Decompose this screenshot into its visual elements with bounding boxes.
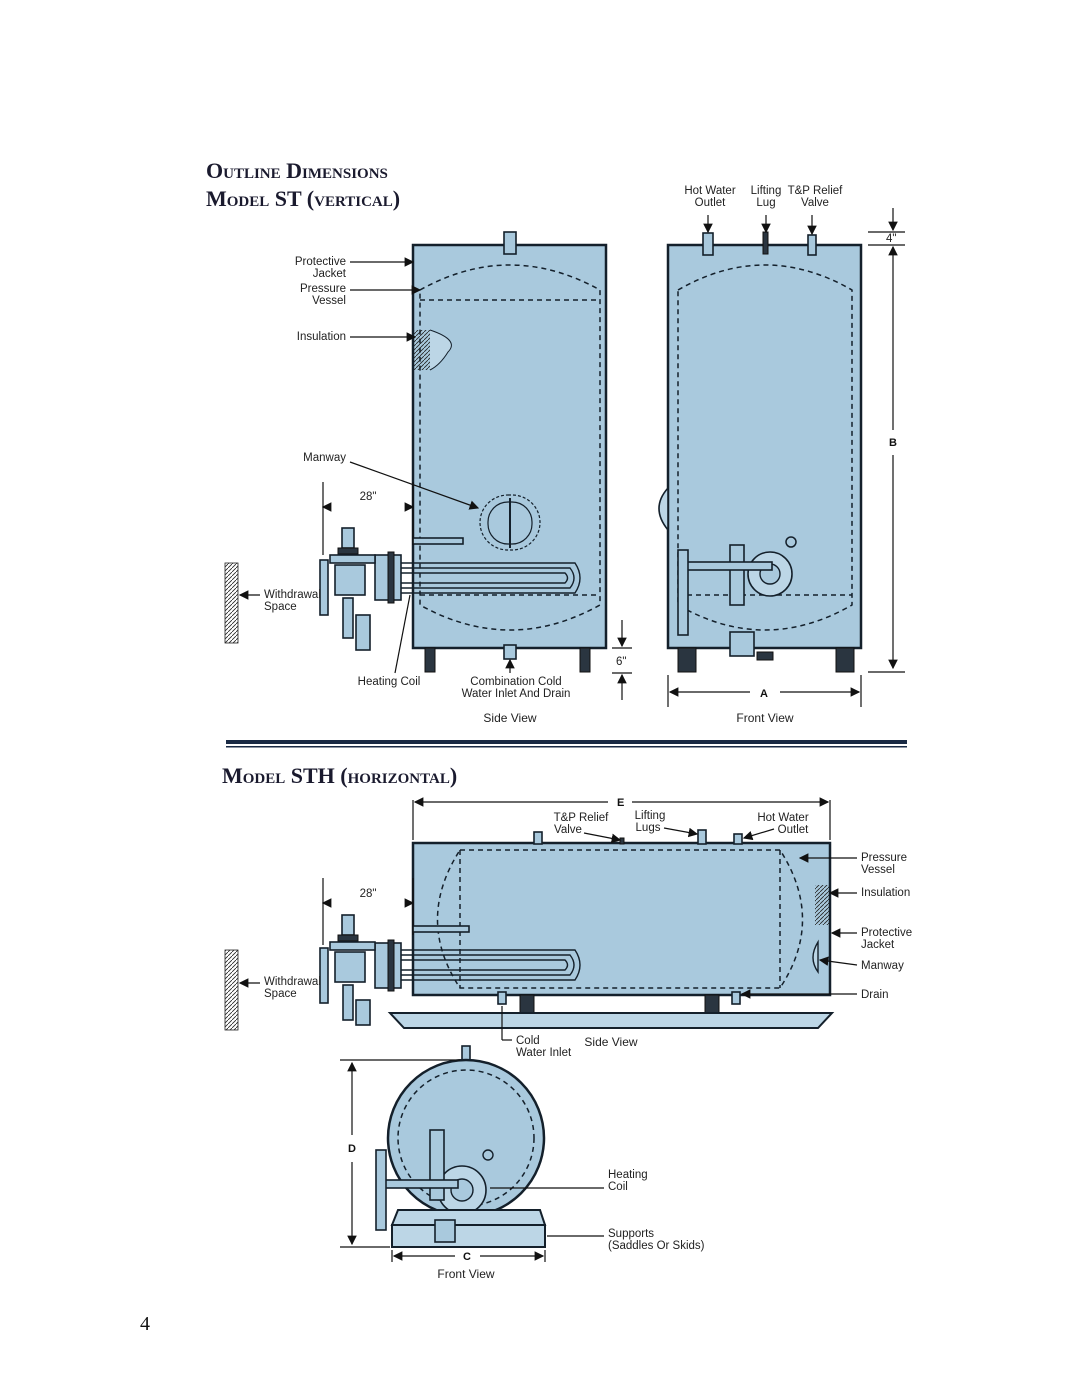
sth-dim-d-label: D bbox=[348, 1143, 356, 1155]
st-front-view-label: Front View bbox=[736, 711, 793, 725]
st-front-manway bbox=[658, 485, 669, 533]
sth-withdrawal-label-1: Withdrawal bbox=[264, 976, 321, 988]
st-hot-water-outlet-label-2: Outlet bbox=[695, 197, 726, 209]
model-sth-title: Model STH (horizontal) bbox=[222, 763, 457, 788]
st-withdrawal-label-2: Space bbox=[264, 601, 297, 613]
sth-side-pressure-vessel bbox=[436, 849, 804, 989]
sth-side-control-valve bbox=[319, 914, 376, 1026]
sth-front-saddle bbox=[391, 1224, 546, 1248]
st-tp-relief-valve-label-1: T&P Relief bbox=[788, 185, 844, 197]
st-lifting-lug-label-2: Lug bbox=[756, 197, 775, 209]
sth-protective-jacket-label-2: Jacket bbox=[861, 939, 895, 951]
st-side-withdrawal-wall bbox=[224, 562, 239, 644]
sth-protective-jacket-label-1: Protective bbox=[861, 927, 912, 939]
st-protective-jacket-label-1: Protective bbox=[295, 256, 346, 268]
st-pressure-vessel-label-2: Vessel bbox=[312, 295, 346, 307]
sth-side-insulation bbox=[815, 885, 829, 925]
st-manway-label: Manway bbox=[303, 452, 346, 464]
st-tp-relief-valve-label-2: Valve bbox=[801, 197, 829, 209]
sth-dim-c-label: C bbox=[463, 1251, 471, 1263]
sth-front-view bbox=[375, 1045, 547, 1248]
st-side-control-valve bbox=[319, 527, 376, 651]
sth-cold-inlet-label-1: Cold bbox=[516, 1035, 540, 1047]
st-side-view-label: Side View bbox=[483, 711, 536, 725]
st-dim-6-label: 6" bbox=[616, 656, 626, 668]
st-side-view bbox=[224, 231, 608, 673]
st-pressure-vessel-label-1: Pressure bbox=[300, 283, 346, 295]
st-combination-label-1: Combination Cold bbox=[470, 676, 561, 688]
st-side-heating-coil bbox=[374, 551, 581, 604]
st-combination-label-2: Water Inlet And Drain bbox=[462, 688, 571, 700]
sth-side-view bbox=[224, 829, 835, 1031]
st-heating-coil-label: Heating Coil bbox=[358, 676, 421, 688]
sth-side-skid bbox=[387, 1012, 835, 1029]
page-number: 4 bbox=[140, 1313, 150, 1335]
st-dim-4-label: 4" bbox=[886, 233, 896, 245]
sth-side-withdrawal-wall bbox=[224, 949, 239, 1031]
sth-side-manway bbox=[812, 939, 819, 975]
sth-side-tank-jacket bbox=[411, 841, 832, 997]
st-lifting-lug-label-1: Lifting bbox=[751, 185, 782, 197]
sth-side-heating-coil bbox=[374, 939, 581, 992]
sth-insulation-label: Insulation bbox=[861, 887, 910, 899]
st-dim-b-label: B bbox=[889, 437, 897, 449]
st-dim-28-label: 28" bbox=[360, 491, 377, 503]
sth-dim-28-label: 28" bbox=[360, 888, 377, 900]
st-hot-water-outlet-label-1: Hot Water bbox=[684, 185, 736, 197]
sth-manway-label: Manway bbox=[861, 960, 904, 972]
sth-pressure-vessel-label-1: Pressure bbox=[861, 852, 907, 864]
sth-dim-e-label: E bbox=[617, 797, 624, 809]
st-protective-jacket-label-2: Jacket bbox=[313, 268, 347, 280]
st-side-manway bbox=[479, 494, 541, 551]
sth-tp-relief-valve-label-1: T&P Relief bbox=[554, 812, 610, 824]
sth-cold-inlet-label-2: Water Inlet bbox=[516, 1047, 572, 1059]
st-withdrawal-label-1: Withdrawal bbox=[264, 589, 321, 601]
sth-heating-coil-label-2: Coil bbox=[608, 1181, 628, 1193]
sth-drain-label: Drain bbox=[861, 989, 888, 1001]
sth-withdrawal-label-2: Space bbox=[264, 988, 297, 1000]
sth-heating-coil-label-1: Heating bbox=[608, 1169, 648, 1181]
st-side-insulation bbox=[414, 330, 430, 370]
sth-side-view-label: Side View bbox=[584, 1035, 637, 1049]
st-front-pressure-vessel bbox=[677, 264, 853, 631]
sth-supports-label-1: Supports bbox=[608, 1228, 654, 1240]
st-front-view bbox=[658, 231, 863, 673]
st-side-pressure-vessel bbox=[419, 264, 601, 631]
sth-pressure-vessel-label-2: Vessel bbox=[861, 864, 895, 876]
st-dim-a-label: A bbox=[760, 688, 768, 700]
sth-hot-water-outlet-label-1: Hot Water bbox=[757, 812, 809, 824]
sth-lifting-lugs-label-2: Lugs bbox=[636, 822, 661, 834]
st-insulation-label: Insulation bbox=[297, 331, 346, 343]
sth-front-view-label: Front View bbox=[437, 1267, 494, 1281]
model-st-title: Model ST (vertical) bbox=[206, 186, 400, 211]
sth-tp-relief-valve-label-2: Valve bbox=[554, 824, 582, 836]
outline-dimensions-title: Outline Dimensions bbox=[206, 158, 388, 183]
sth-supports-label-2: (Saddles Or Skids) bbox=[608, 1240, 705, 1252]
sth-lifting-lugs-label-1: Lifting bbox=[635, 810, 666, 822]
section-divider bbox=[226, 740, 907, 744]
sth-hot-water-outlet-label-2: Outlet bbox=[778, 824, 809, 836]
